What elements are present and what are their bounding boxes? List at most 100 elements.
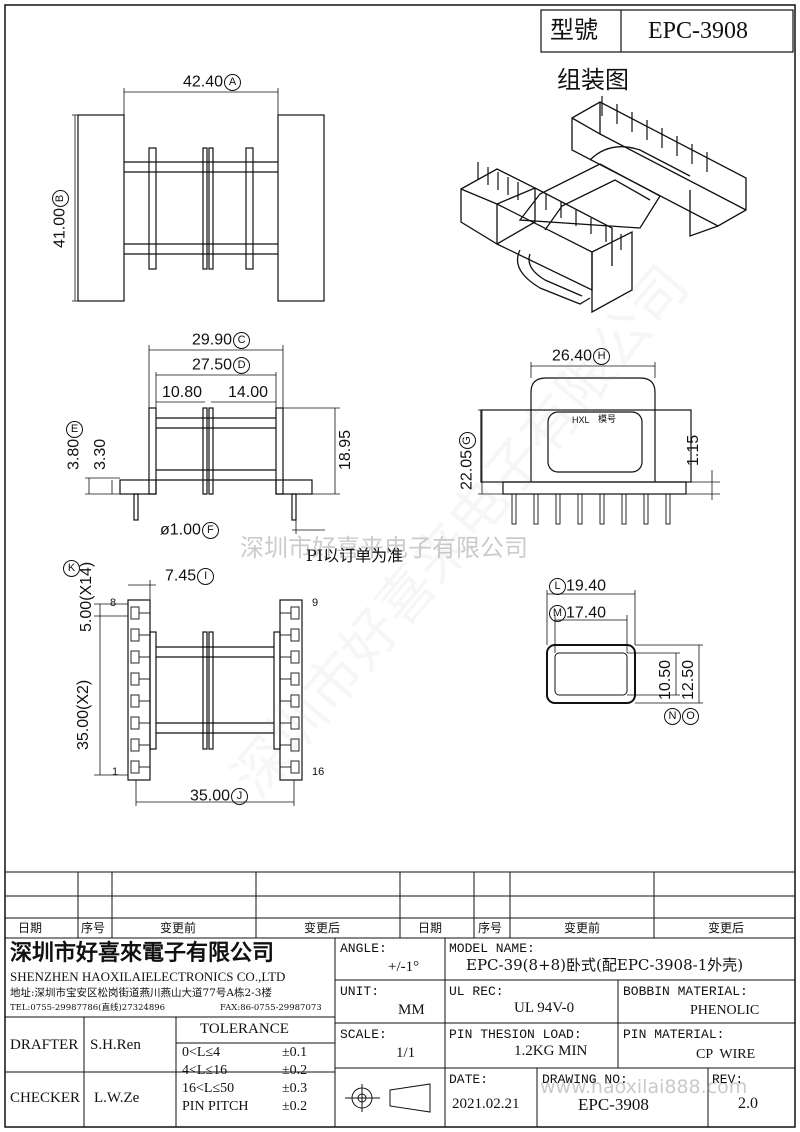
bobbin-value: PHENOLIC	[690, 1003, 760, 1018]
dim-K-value: 5.00(X14)	[78, 561, 95, 632]
rev-label: REV:	[712, 1072, 744, 1087]
assembly-iso	[460, 101, 747, 314]
pin-label-9: 9	[312, 597, 319, 609]
tolerance-value: ±0.2	[282, 1099, 308, 1114]
front-view	[85, 345, 340, 534]
date-value: 2021.02.21	[452, 1096, 520, 1112]
pin-label-8: 8	[110, 597, 117, 609]
angle-value: +/-1°	[388, 959, 420, 975]
dim-1-15: 1.15	[685, 434, 702, 466]
pin-pad-right	[290, 628, 300, 642]
pin-tension-label: PIN THESION LOAD:	[449, 1027, 582, 1042]
scale-value: 1/1	[396, 1045, 416, 1061]
pin-note: PI以订单为准	[306, 546, 404, 565]
rev-after-2: 变更后	[708, 921, 745, 935]
pin-pad-left	[130, 694, 140, 708]
model-box	[540, 9, 794, 53]
pin-pad-left	[130, 738, 140, 752]
pin-pad-left	[130, 650, 140, 664]
mark-hxl: HXL	[572, 415, 590, 425]
top-view	[72, 88, 325, 302]
tolerance-range: 4<L≤16	[182, 1063, 228, 1078]
tolerance-value: ±0.2	[282, 1063, 308, 1078]
tolerance-value: ±0.3	[282, 1081, 308, 1096]
dim-3-30: 3.30	[92, 438, 109, 470]
date-label: DATE:	[449, 1072, 489, 1087]
pin-material-value: CP WIRE	[696, 1047, 756, 1062]
side-view	[478, 362, 720, 525]
dim-10-80: 10.80	[162, 384, 203, 401]
tolerance-range: 0<L≤4	[182, 1045, 221, 1060]
dim-K: K	[62, 560, 80, 577]
model-value: EPC-3908	[648, 18, 749, 44]
bottom-view	[94, 580, 303, 806]
side-pin	[555, 493, 561, 525]
drawing-value: EPC-3908	[578, 1095, 649, 1114]
side-pin	[665, 493, 671, 525]
company-tel: TEL:0755-29987786(直线)27324896	[10, 1003, 166, 1013]
rev-seq-2: 序号	[478, 921, 503, 935]
pin-pad-left	[130, 606, 140, 620]
pin-pad-left	[130, 628, 140, 642]
dim-14-00: 14.00	[228, 384, 269, 401]
tolerance-value: ±0.1	[282, 1045, 308, 1060]
rev-after-1: 变更后	[304, 921, 341, 935]
rev-date-2: 日期	[418, 921, 443, 935]
dim-10-50: 10.50	[657, 659, 674, 700]
pin-label-1: 1	[112, 766, 119, 778]
side-pin	[577, 493, 583, 525]
drafter-label: DRAFTER	[10, 1037, 79, 1053]
title-table-lines	[5, 871, 795, 1127]
dim-E: 3.80E	[65, 420, 83, 470]
dim-12-50: 12.50	[680, 659, 697, 700]
checker-value: L.W.Ze	[94, 1090, 140, 1106]
model-name-value: EPC-39(8+8)卧式(配EPC-3908-1外壳)	[466, 956, 744, 974]
pin-pad-right	[290, 606, 300, 620]
unit-label: UNIT:	[340, 984, 380, 999]
ul-value: UL 94V-0	[514, 1000, 575, 1016]
side-pin	[533, 493, 539, 525]
pin-material-label: PIN MATERIAL:	[623, 1027, 725, 1042]
side-pin	[511, 493, 517, 525]
drafter-value: S.H.Ren	[90, 1037, 141, 1053]
core-section	[546, 590, 703, 704]
company-fax: FAX:86-0755-29987073	[220, 1003, 322, 1013]
company-name-en: SHENZHEN HAOXILAIELECTRONICS CO.,LTD	[10, 969, 286, 984]
rev-before-1: 变更前	[160, 921, 197, 935]
dim-35-x2: 35.00(X2)	[75, 679, 92, 750]
model-name-label: MODEL NAME:	[449, 941, 535, 956]
tolerance-range: PIN PITCH	[182, 1099, 249, 1114]
company-name-cn: 深圳市好喜來電子有限公司	[10, 940, 275, 966]
checker-label: CHECKER	[10, 1090, 81, 1106]
pin-pad-left	[130, 760, 140, 774]
bobbin-label: BOBBIN MATERIAL:	[623, 984, 748, 999]
drawing-frame	[4, 4, 796, 1128]
pin-tension-value: 1.2KG MIN	[514, 1043, 588, 1059]
company-address: 地址:深圳市宝安区松岗街道燕川燕山大道77号A栋2-3楼	[10, 987, 272, 999]
dim-G: 22.05G	[459, 431, 476, 490]
side-pin	[643, 493, 649, 525]
pin-label-16: 16	[312, 766, 325, 778]
rev-value: 2.0	[738, 1095, 758, 1112]
side-pin	[621, 493, 627, 525]
scale-label: SCALE:	[340, 1027, 387, 1042]
mark-mold: 模号	[598, 414, 617, 424]
dim-18-95: 18.95	[337, 429, 354, 470]
unit-value: MM	[398, 1002, 425, 1018]
dim-B: 41.00B	[52, 189, 69, 248]
pin-pad-left	[130, 672, 140, 686]
watermark-company: 深圳市好喜来电子有限公司	[240, 534, 528, 562]
assembly-label: 组装图	[557, 66, 629, 94]
side-pin	[599, 493, 605, 525]
ul-label: UL REC:	[449, 984, 504, 999]
